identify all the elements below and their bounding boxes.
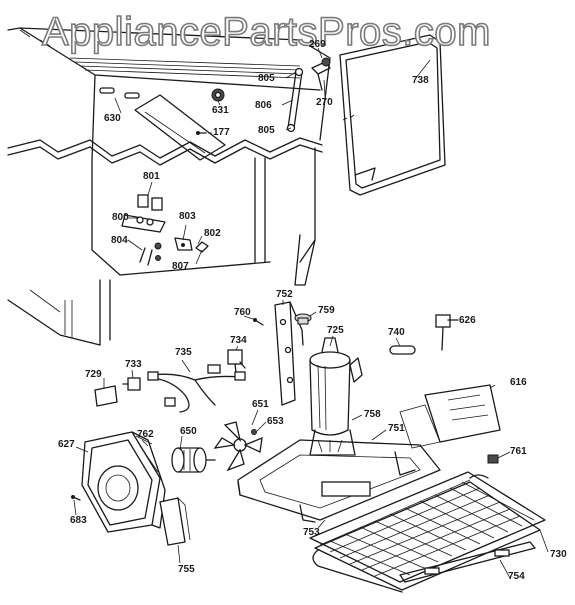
rear-cover-panel (399, 384, 501, 449)
callout-801: 801 (143, 171, 160, 182)
callout-616: 616 (510, 377, 527, 388)
callout-630: 630 (104, 113, 121, 124)
condenser-fan-motor (171, 447, 216, 473)
callout-805-top: 805 (258, 73, 275, 84)
callout-734: 734 (230, 335, 247, 346)
watermark: AppliancePartsPros.com (41, 9, 491, 55)
callout-730: 730 (550, 549, 567, 560)
callout-650: 650 (180, 426, 197, 437)
electrical-components (94, 349, 246, 407)
callout-806: 806 (255, 100, 272, 111)
fan-shroud (81, 431, 166, 533)
callout-269: 269 (309, 39, 326, 50)
callout-751: 751 (388, 423, 405, 434)
callout-761: 761 (510, 446, 527, 457)
shroud-screw (71, 495, 81, 501)
callout-651: 651 (252, 399, 269, 410)
callout-leaders (73, 47, 549, 579)
callout-754: 754 (508, 571, 525, 582)
callout-735: 735 (175, 347, 192, 358)
drain-tube (389, 345, 416, 355)
callout-759: 759 (318, 305, 335, 316)
callout-802: 802 (204, 228, 221, 239)
callout-755: 755 (178, 564, 195, 575)
callout-626: 626 (459, 315, 476, 326)
air-baffle (159, 497, 191, 546)
callout-760: 760 (234, 307, 251, 318)
callout-762: 762 (137, 429, 154, 440)
door-hinge-assembly (286, 57, 331, 133)
callout-631: 631 (212, 105, 229, 116)
callout-740: 740 (388, 327, 405, 338)
callout-738: 738 (412, 75, 429, 86)
callout-752: 752 (276, 289, 293, 300)
callout-804: 804 (111, 235, 128, 246)
compressor (309, 337, 363, 456)
callout-800: 800 (112, 212, 129, 223)
callout-683: 683 (70, 515, 87, 526)
callout-733: 733 (125, 359, 142, 370)
callout-805-bottom: 805 (258, 125, 275, 136)
refrigerator-cabinet (7, 27, 331, 346)
callout-653: 653 (267, 416, 284, 427)
door-gasket (339, 34, 446, 196)
callout-753: 753 (303, 527, 320, 538)
machine-compartment-base (237, 439, 441, 523)
compressor-grommet (294, 313, 312, 325)
callout-270: 270 (316, 97, 333, 108)
coil-mounting-rail (399, 541, 536, 583)
callout-758: 758 (364, 409, 381, 420)
wire-harness (147, 364, 246, 413)
callout-627: 627 (58, 439, 75, 450)
callout-807: 807 (172, 261, 189, 272)
compressor-bracket (253, 301, 304, 406)
mounting-screw (487, 454, 499, 464)
callout-725: 725 (327, 325, 344, 336)
callout-729: 729 (85, 369, 102, 380)
condenser-fan-blade (213, 421, 263, 472)
callout-177: 177 (213, 127, 230, 138)
callout-803: 803 (179, 211, 196, 222)
